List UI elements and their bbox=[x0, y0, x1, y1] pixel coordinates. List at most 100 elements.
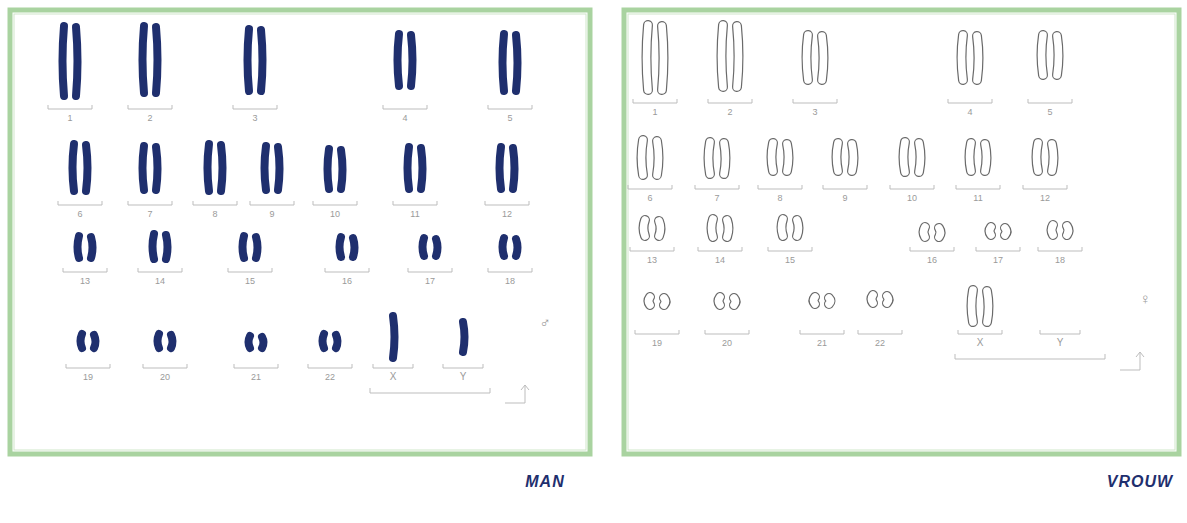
pair-bracket bbox=[443, 364, 483, 368]
chromosome-outline bbox=[659, 221, 661, 236]
pair-bracket bbox=[138, 268, 182, 272]
chromosome-number: 17 bbox=[425, 277, 435, 286]
chromosome-outline bbox=[1042, 35, 1044, 75]
chromosome bbox=[503, 238, 505, 256]
chromosome-number: 19 bbox=[652, 339, 662, 348]
chromosome-number: 18 bbox=[505, 277, 515, 286]
pair-bracket bbox=[1040, 330, 1080, 334]
chromosome-fill bbox=[1037, 143, 1039, 171]
chromosome-outline bbox=[822, 36, 824, 80]
chromosome-outline bbox=[727, 220, 729, 237]
chromosome-outline bbox=[1005, 228, 1007, 235]
chromosome-outline bbox=[872, 295, 874, 303]
panel-frame-inner bbox=[628, 14, 1175, 450]
chromosome bbox=[208, 144, 210, 191]
chromosome bbox=[398, 34, 400, 86]
chromosome-number: 16 bbox=[927, 256, 937, 265]
chromosome-outline bbox=[970, 143, 972, 171]
chromosome-fill bbox=[649, 297, 651, 305]
chromosome-number: 19 bbox=[83, 373, 93, 382]
chromosome-number: 4 bbox=[402, 114, 407, 123]
chromosome-fill bbox=[814, 297, 816, 304]
chromosome-outline bbox=[1057, 36, 1059, 75]
chromosome-fill bbox=[659, 221, 661, 236]
sex-symbol: ♀ bbox=[1139, 291, 1150, 306]
chromosome-number: 11 bbox=[410, 210, 419, 219]
pair-bracket bbox=[393, 201, 437, 205]
chromosome-number: 1 bbox=[652, 108, 657, 117]
sex-bracket bbox=[955, 354, 1105, 359]
chromosome-fill bbox=[977, 36, 979, 80]
chromosome-number: Y bbox=[460, 372, 467, 382]
chromosome bbox=[78, 236, 80, 258]
pair-bracket bbox=[128, 105, 172, 109]
chromosome bbox=[63, 26, 65, 96]
chromosome bbox=[503, 34, 505, 91]
chromosome-number: 6 bbox=[77, 210, 82, 219]
pair-bracket bbox=[66, 364, 110, 368]
chromosome-outline bbox=[924, 227, 926, 237]
chromosome-number: 10 bbox=[330, 210, 340, 219]
pair-bracket bbox=[858, 330, 902, 334]
chromosome-number: 15 bbox=[245, 277, 255, 286]
chromosome-number: 21 bbox=[251, 373, 261, 382]
chromosome-outline bbox=[977, 36, 979, 80]
chromosome-outline bbox=[642, 140, 644, 175]
chromosome bbox=[76, 27, 78, 96]
pair-bracket bbox=[48, 105, 92, 109]
chromosome-fill bbox=[919, 143, 921, 172]
chromosome bbox=[436, 239, 438, 256]
chromosome-fill bbox=[722, 25, 724, 87]
chromosome bbox=[94, 335, 96, 348]
chromosome-fill bbox=[724, 143, 726, 174]
chromosome-outline bbox=[990, 227, 992, 235]
chromosome-fill bbox=[727, 220, 729, 237]
chromosome bbox=[421, 148, 423, 189]
chromosome-fill bbox=[904, 142, 906, 172]
chromosome-outline bbox=[644, 220, 646, 236]
chromosome bbox=[248, 29, 250, 91]
chromosome-fill bbox=[807, 35, 809, 80]
chromosome-fill bbox=[709, 142, 711, 174]
chromosome-number: 15 bbox=[785, 256, 795, 265]
pair-bracket bbox=[250, 201, 294, 205]
chromosome-number: X bbox=[977, 338, 984, 348]
sex-heading: MAN bbox=[525, 474, 564, 490]
chromosome bbox=[393, 316, 395, 358]
pair-bracket bbox=[956, 185, 1000, 189]
chromosome-number: 13 bbox=[647, 256, 657, 265]
chromosome bbox=[340, 237, 342, 257]
chromosome-fill bbox=[664, 298, 666, 305]
chromosome-fill bbox=[1052, 144, 1054, 171]
chromosome-fill bbox=[990, 227, 992, 235]
pair-bracket bbox=[485, 201, 529, 205]
chromosome-group bbox=[48, 25, 1144, 403]
chromosome-outline bbox=[985, 144, 987, 171]
chromosome-number: 5 bbox=[507, 114, 512, 123]
chromosome-outline bbox=[987, 291, 989, 322]
chromosome-number: 21 bbox=[817, 339, 827, 348]
pair-bracket bbox=[708, 99, 752, 103]
chromosome-fill bbox=[1042, 35, 1044, 75]
chromosome bbox=[336, 335, 338, 348]
pair-bracket bbox=[890, 185, 934, 189]
chromosome-outline bbox=[904, 142, 906, 172]
chromosome-fill bbox=[787, 144, 789, 171]
pair-bracket bbox=[383, 105, 427, 109]
chromosome-fill bbox=[972, 290, 974, 322]
chromosome bbox=[408, 147, 410, 189]
pair-bracket bbox=[1038, 247, 1082, 251]
chromosome-fill bbox=[642, 140, 644, 175]
chromosome bbox=[278, 147, 280, 190]
chromosome bbox=[463, 322, 465, 352]
pair-bracket bbox=[705, 330, 749, 334]
chromosome-outline bbox=[852, 144, 854, 171]
chromosome-outline bbox=[797, 220, 799, 236]
pair-bracket bbox=[823, 185, 867, 189]
chromosome-number: 22 bbox=[325, 373, 335, 382]
chromosome bbox=[143, 26, 145, 93]
chromosome-fill bbox=[797, 220, 799, 236]
sex-heading: VROUW bbox=[1107, 474, 1173, 490]
chromosome-fill bbox=[1057, 36, 1059, 75]
chromosome-outline bbox=[1037, 143, 1039, 171]
